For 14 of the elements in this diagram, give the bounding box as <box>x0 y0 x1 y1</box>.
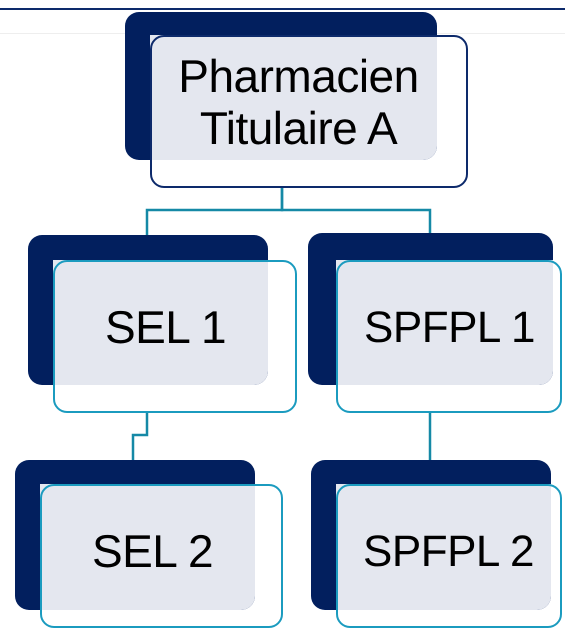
box-title: SEL 1 <box>104 302 226 354</box>
org-chart-box <box>311 460 562 628</box>
box-subtitle: Titulaire A <box>200 102 398 154</box>
box-title: SPFPL 1 <box>364 302 535 352</box>
box-title: SPFPL 2 <box>363 527 534 577</box>
org-chart-box <box>28 235 297 413</box>
org-chart-box <box>15 460 283 628</box>
box-title: SEL 2 <box>92 526 214 578</box>
connector-line <box>132 413 148 460</box>
box-title: Pharmacien <box>178 50 419 102</box>
org-chart-box <box>125 12 468 188</box>
connector-line <box>280 188 432 233</box>
connector-line <box>428 413 432 460</box>
org-chart-box <box>308 233 562 413</box>
